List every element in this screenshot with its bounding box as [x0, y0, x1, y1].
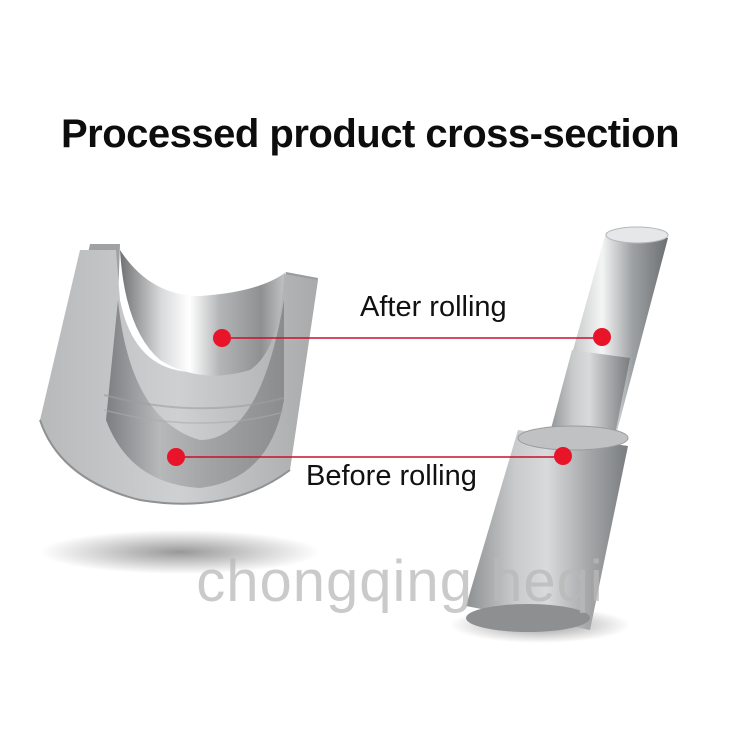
- before-rolling-marker-block: [167, 448, 185, 466]
- block-shadow: [40, 530, 320, 574]
- page-title: Processed product cross-section: [60, 112, 680, 156]
- watermark: chongqing heqi: [196, 549, 604, 614]
- after-rolling-marker-block: [213, 329, 231, 347]
- before-rolling-label: Before rolling: [302, 459, 481, 493]
- after-rolling-marker-shaft: [593, 328, 611, 346]
- before-rolling-marker-shaft: [554, 447, 572, 465]
- rolling-shaft: [466, 226, 669, 632]
- after-rolling-label: After rolling: [356, 290, 511, 324]
- cross-section-block: [39, 244, 318, 505]
